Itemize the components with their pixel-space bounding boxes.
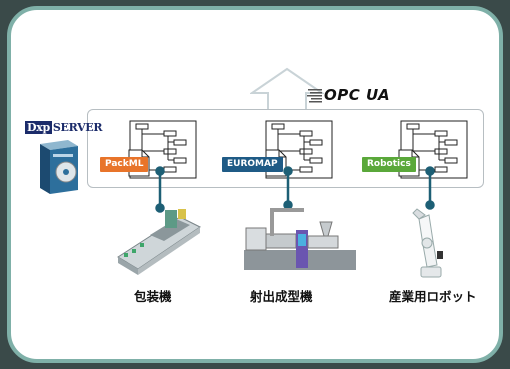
robot-arm-icon — [412, 208, 443, 278]
packml-tag: PackML — [100, 157, 149, 172]
opc-ua-label: OPC UA — [324, 86, 391, 104]
machine-label-packaging: 包装機 — [134, 289, 172, 304]
tree-structure-icon — [265, 120, 333, 179]
robotics-tag: Robotics — [362, 157, 416, 172]
machine-label-robot: 産業用ロボット — [389, 289, 477, 304]
packaging-machine-icon — [117, 209, 201, 275]
server-box-icon — [40, 140, 78, 194]
euromap-tag: EUROMAP — [222, 157, 283, 172]
opc-logo-icon — [307, 89, 322, 103]
machine-label-injection-molding: 射出成型機 — [250, 289, 313, 304]
injection-molding-machine-icon — [244, 208, 356, 270]
server-logo-suffix: SERVER — [52, 121, 103, 134]
server-logo-prefix: Dxp — [25, 121, 52, 134]
tree-structure-icon — [400, 120, 468, 179]
